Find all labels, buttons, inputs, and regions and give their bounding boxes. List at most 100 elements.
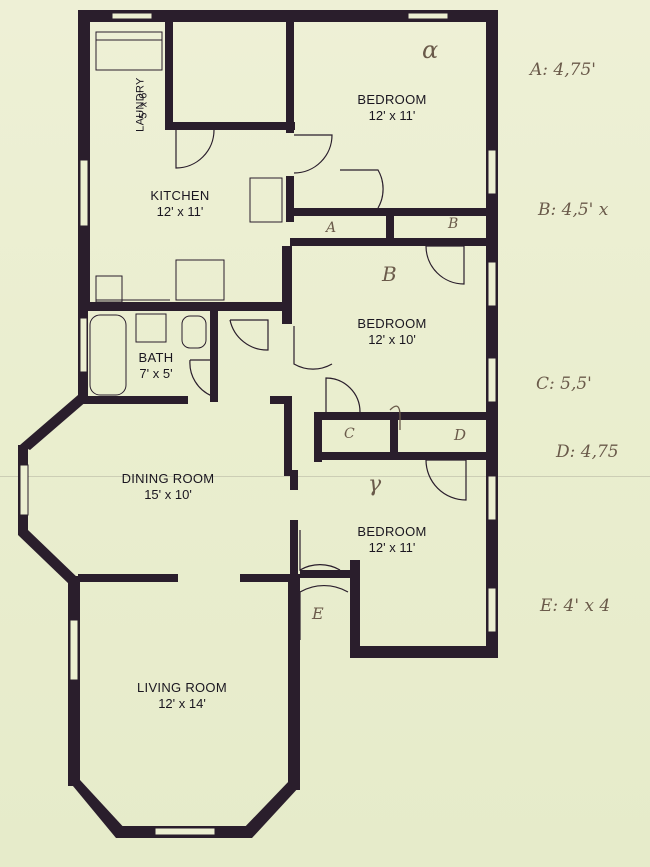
- washer-dryer: [95, 31, 163, 71]
- bedroom1-name: BEDROOM: [357, 92, 427, 107]
- window-bath-left: [79, 317, 88, 373]
- note-c: C: 5,5': [536, 374, 592, 394]
- window-bedroom1-top: [407, 12, 449, 20]
- closet-mark-a: A: [326, 220, 337, 236]
- wall-bottom-right: [350, 646, 498, 658]
- window-living-left: [69, 619, 79, 681]
- closet-mark-b: B: [448, 216, 459, 232]
- wall-kitchen-bath: [78, 302, 290, 311]
- dining-size: 15' x 10': [144, 486, 192, 502]
- note-e: E: 4' x 4: [540, 596, 611, 616]
- wall-dining-top-left: [78, 396, 188, 404]
- bedroom2-name: BEDROOM: [357, 316, 427, 331]
- closet-mark-e: E: [312, 604, 324, 623]
- wall-right: [486, 10, 498, 658]
- door-bath: [189, 359, 213, 397]
- wall-living-right: [288, 580, 300, 790]
- bedroom3-name: BEDROOM: [357, 524, 427, 539]
- kitchen-name: KITCHEN: [150, 188, 210, 203]
- window-bedroom2-right-1: [487, 261, 497, 307]
- wall-living-bay-left: [68, 780, 128, 838]
- hand-stroke-c: [389, 405, 401, 430]
- bedroom1-size: 12' x 11': [368, 107, 416, 123]
- wall-kitchen-bedroom2: [282, 246, 292, 324]
- stove: [249, 177, 283, 223]
- note-b: B: 4,5' x: [538, 200, 609, 220]
- wall-top: [78, 10, 498, 22]
- window-bedroom2-right-2: [487, 357, 497, 403]
- room-bath: BATH 7' x 5': [126, 350, 186, 381]
- closet-mark-d: D: [454, 426, 467, 444]
- wall-kitchen-bedroom1: [286, 18, 294, 133]
- room-kitchen: KITCHEN 12' x 11': [110, 188, 250, 219]
- door-bedroom3: [299, 530, 341, 572]
- wall-dining-right: [284, 396, 292, 476]
- room-dining: DINING ROOM 15' x 10': [98, 471, 238, 502]
- door-closet-c: [325, 377, 361, 413]
- fridge: [175, 259, 225, 301]
- window-kitchen-left: [79, 159, 89, 227]
- sink-kitchen: [95, 275, 123, 303]
- doors: [175, 129, 467, 640]
- room-laundry: LAUNDRY 5' x 6': [128, 76, 164, 136]
- wall-bedroom3-left-lower: [350, 560, 360, 658]
- bath-size: 7' x 5': [139, 365, 173, 381]
- fixtures: [89, 31, 283, 396]
- handwritten-marks: [389, 405, 401, 430]
- dining-name: DINING ROOM: [121, 471, 215, 486]
- window-living-bottom: [154, 827, 216, 836]
- door-closet-b: [425, 245, 465, 285]
- wall-laundry-right: [165, 18, 173, 128]
- wall-bay-top: [20, 395, 88, 450]
- living-size: 12' x 14': [158, 695, 206, 711]
- walls: [18, 10, 498, 838]
- laundry-size: 5' x 6': [137, 90, 150, 119]
- wall-closet-ab-divider: [386, 208, 394, 246]
- bathtub: [89, 314, 127, 396]
- window-bedroom3-right-2: [487, 587, 497, 633]
- wall-closet-cd-bottom: [318, 452, 494, 460]
- windows: [19, 12, 497, 836]
- wall-dining-living-right: [240, 574, 300, 582]
- wall-dining-living-left: [78, 574, 178, 582]
- wall-laundry-bottom: [165, 122, 295, 130]
- wall-bay-bottom: [18, 530, 80, 585]
- door-hall: [229, 319, 269, 351]
- wall-bath-right: [210, 302, 218, 402]
- door-closet-d: [425, 459, 467, 501]
- note-a: A: 4,75': [530, 60, 596, 80]
- wall-living-left: [68, 576, 80, 786]
- window-dining-left: [19, 464, 29, 516]
- door-bedroom1: [293, 134, 333, 174]
- paper-fold-line: [0, 476, 650, 477]
- toilet: [181, 315, 207, 349]
- wall-kitchen-right-mid: [286, 176, 294, 222]
- wall-bedroom3-stub: [290, 470, 298, 490]
- note-d: D: 4,75: [556, 442, 619, 462]
- room-bedroom-3: BEDROOM 12' x 11': [322, 524, 462, 555]
- wall-closet-cd-left: [314, 412, 322, 462]
- wall-bedroom3-left: [290, 520, 298, 582]
- room-mark-beta: B: [382, 262, 397, 286]
- room-bedroom-2: BEDROOM 12' x 10': [322, 316, 462, 347]
- door-bedroom1-closet: [340, 169, 384, 209]
- bedroom2-size: 12' x 10': [368, 331, 416, 347]
- wall-closet-cd-divider: [390, 412, 398, 460]
- window-bedroom3-right-1: [487, 475, 497, 521]
- door-kitchen: [175, 129, 215, 169]
- wall-living-bay-right: [240, 780, 300, 838]
- closet-mark-c: C: [344, 426, 355, 442]
- bath-sink: [135, 313, 167, 343]
- wall-closet-cd-top: [318, 412, 494, 420]
- room-mark-alpha: α: [422, 36, 439, 64]
- wall-dining-top-right: [270, 396, 292, 404]
- window-kitchen-top: [111, 12, 153, 20]
- room-mark-gamma: γ: [368, 472, 382, 497]
- bedroom3-size: 12' x 11': [368, 539, 416, 555]
- door-bedroom2: [293, 326, 333, 370]
- room-bedroom-1: BEDROOM 12' x 11': [322, 92, 462, 123]
- room-living: LIVING ROOM 12' x 14': [112, 680, 252, 711]
- wall-closet-e-top: [300, 570, 352, 578]
- kitchen-size: 12' x 11': [156, 203, 204, 219]
